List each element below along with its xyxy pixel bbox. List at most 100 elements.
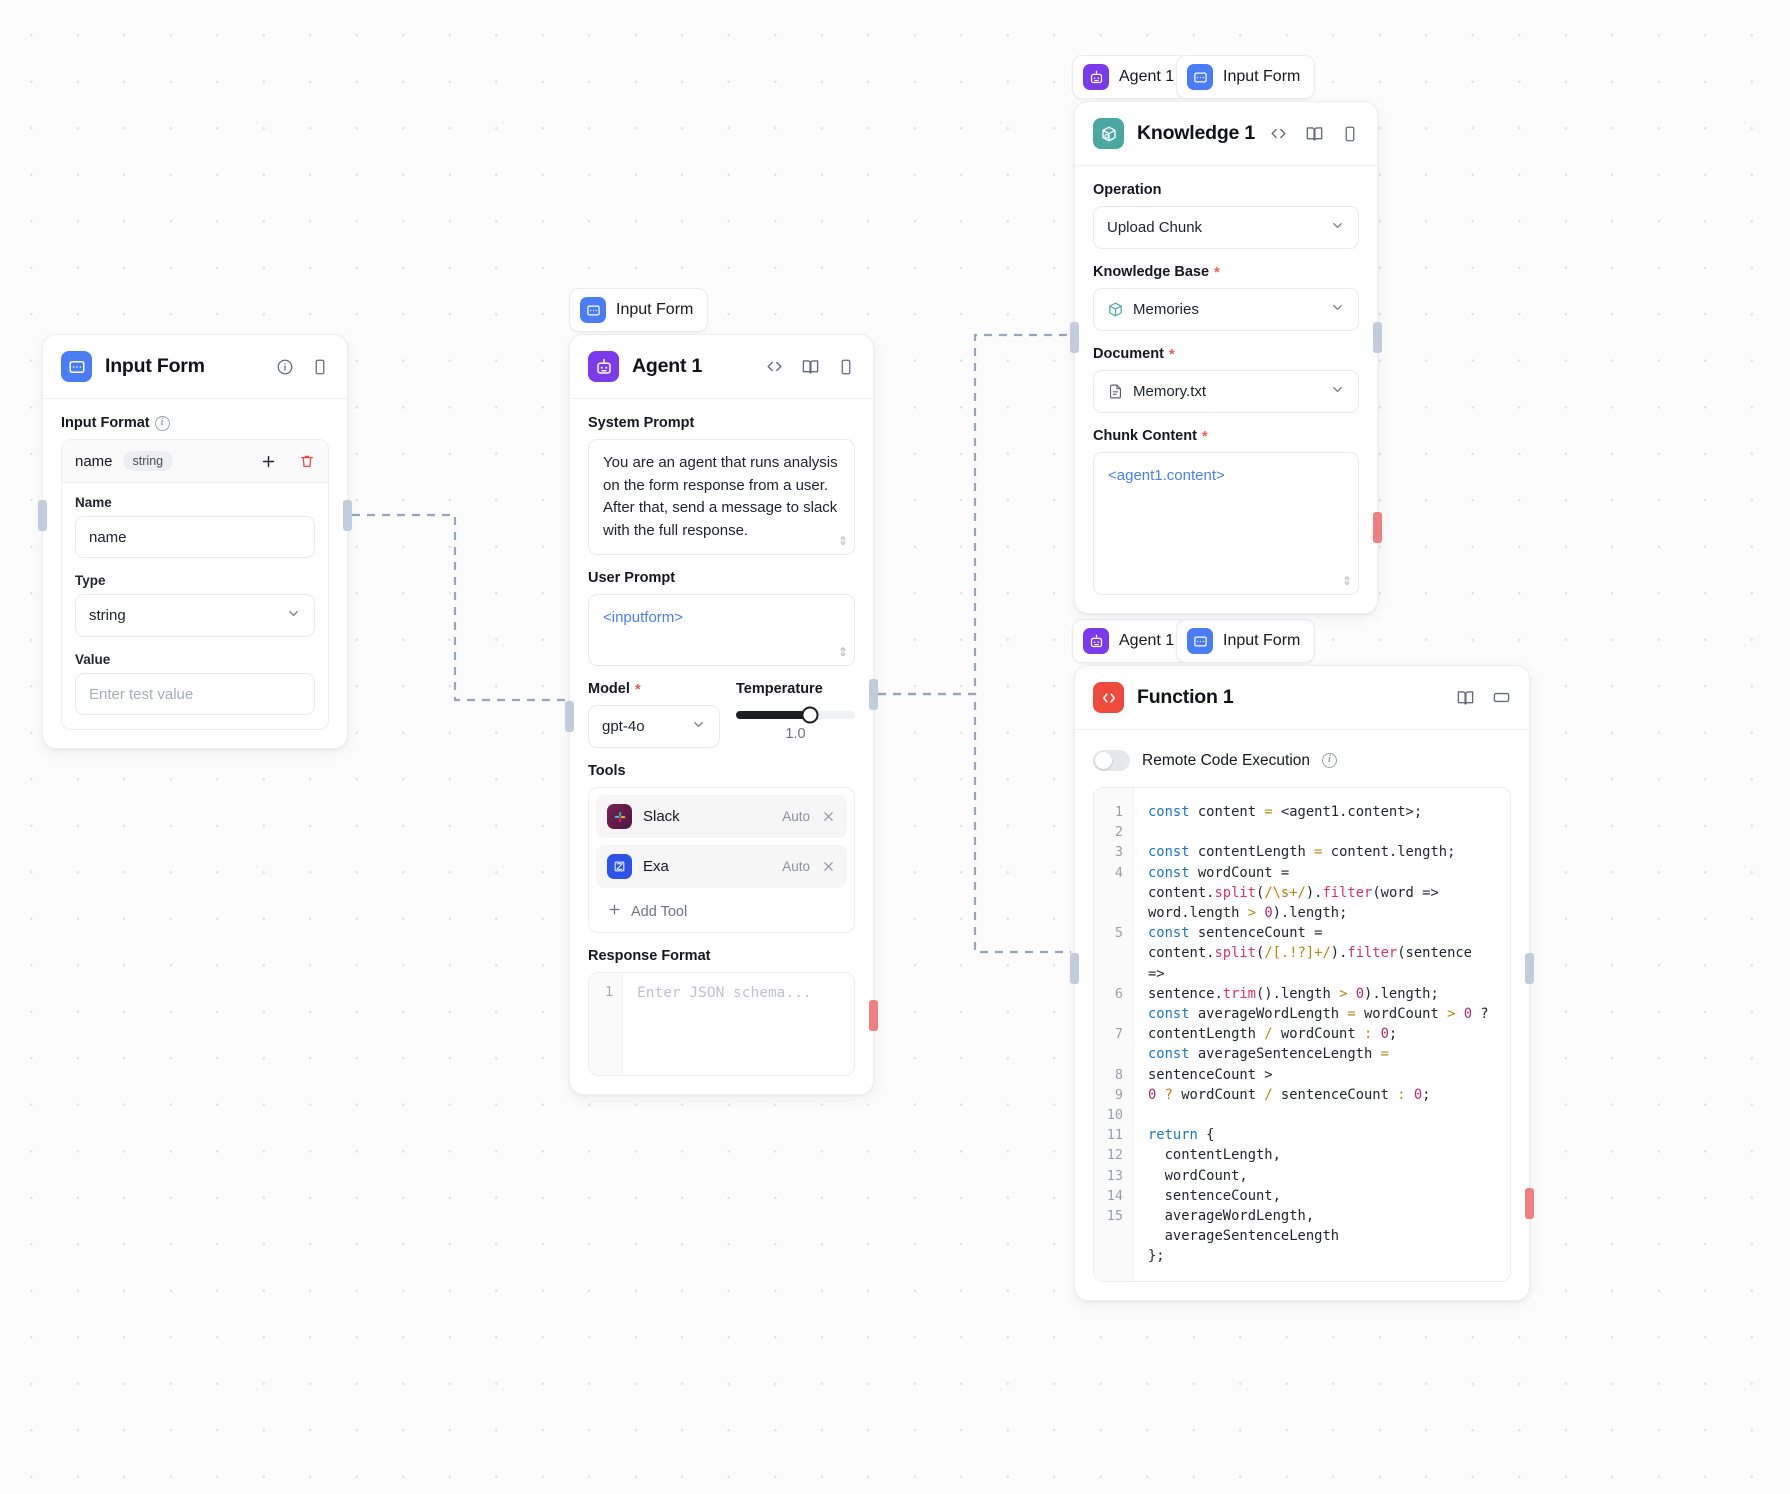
info-icon[interactable] — [276, 358, 294, 376]
book-icon[interactable] — [1456, 688, 1475, 707]
temperature-slider[interactable] — [736, 706, 855, 724]
knowledge-icon — [1093, 118, 1124, 149]
function-body: Remote Code Execution i 1 2 3 4 5 6 7 8 … — [1075, 730, 1529, 1300]
value-input[interactable]: Enter test value — [75, 673, 315, 715]
user-prompt-textarea[interactable]: <inputform> ⇕ — [588, 594, 855, 666]
node-function-1[interactable]: Function 1 Remote Code Execution i 1 2 3 — [1070, 665, 1534, 1301]
form-icon — [1187, 64, 1213, 90]
exa-icon — [607, 854, 632, 879]
input-format-label: Input Format i — [61, 415, 329, 431]
agent-output-port-top[interactable] — [869, 679, 878, 710]
slack-icon — [607, 804, 632, 829]
function-right-port[interactable] — [1525, 953, 1534, 984]
operation-label: Operation — [1093, 182, 1162, 198]
tag-input-form-knowledge[interactable]: Input Form — [1176, 55, 1316, 99]
agent-output-port[interactable] — [869, 1000, 878, 1031]
input-form-output-port[interactable] — [343, 500, 352, 531]
type-select[interactable]: string — [75, 594, 315, 637]
tag-agent-1-function[interactable]: Agent 1 — [1072, 619, 1190, 663]
node-input-form[interactable]: Input Form Input Format i — [38, 334, 352, 749]
function-source-code[interactable]: const content = <agent1.content>; const … — [1148, 804, 1489, 1265]
code-icon[interactable] — [765, 357, 784, 376]
tag-label: Input Form — [616, 301, 694, 318]
tool-mode[interactable]: Auto — [782, 859, 810, 874]
node-agent-1[interactable]: Agent 1 System Prompt You are an agent t… — [565, 334, 878, 1095]
user-prompt-label: User Prompt — [588, 570, 676, 586]
panel-icon[interactable] — [837, 358, 855, 376]
tool-row-slack[interactable]: Slack Auto — [596, 795, 847, 838]
tag-input-form-agent[interactable]: Input Form — [569, 288, 709, 332]
knowledge-input-port[interactable] — [1070, 322, 1079, 353]
system-prompt-label: System Prompt — [588, 415, 695, 431]
robot-icon — [1083, 64, 1109, 90]
function-output-port[interactable] — [1525, 1188, 1534, 1219]
edge-inputform-agent — [352, 513, 567, 702]
model-select[interactable]: gpt-4o — [588, 705, 720, 748]
field-type-chip: string — [122, 451, 174, 471]
plus-icon — [607, 902, 622, 921]
temperature-slider-thumb[interactable] — [801, 706, 819, 724]
maximize-icon[interactable] — [1492, 688, 1511, 707]
required-marker: * — [1168, 345, 1175, 363]
input-form-header: Input Form — [43, 335, 347, 399]
model-select-value: gpt-4o — [602, 718, 645, 735]
resize-handle-icon[interactable]: ⇕ — [1341, 574, 1352, 588]
function-header: Function 1 — [1075, 666, 1529, 730]
plus-icon[interactable] — [260, 453, 277, 470]
name-input[interactable]: name — [75, 516, 315, 558]
book-icon[interactable] — [1305, 124, 1324, 143]
tag-input-form-function[interactable]: Input Form — [1176, 619, 1316, 663]
code-icon[interactable] — [1269, 124, 1288, 143]
code-block-icon — [1093, 682, 1124, 713]
form-icon — [580, 297, 606, 323]
input-form-input-port[interactable] — [38, 500, 47, 531]
required-marker: * — [634, 680, 641, 698]
close-icon[interactable] — [821, 809, 836, 824]
add-tool-button[interactable]: Add Tool — [596, 895, 847, 925]
document-select[interactable]: Memory.txt — [1093, 370, 1359, 413]
tool-mode[interactable]: Auto — [782, 809, 810, 824]
operation-select[interactable]: Upload Chunk — [1093, 206, 1359, 249]
knowledge-right-port[interactable] — [1373, 322, 1382, 353]
function-input-port[interactable] — [1070, 953, 1079, 984]
agent-body: System Prompt You are an agent that runs… — [570, 399, 873, 1094]
response-format-editor[interactable]: 1 Enter JSON schema... — [588, 972, 855, 1076]
document-value: Memory.txt — [1133, 383, 1207, 400]
resize-handle-icon[interactable]: ⇕ — [837, 645, 848, 659]
close-icon[interactable] — [821, 859, 836, 874]
trash-icon[interactable] — [299, 453, 315, 469]
input-format-detail: Name name Type string Value Enter test v… — [62, 483, 328, 729]
agent-input-port[interactable] — [565, 701, 574, 732]
node-knowledge-1[interactable]: Knowledge 1 Operation Upload Chunk — [1070, 101, 1382, 614]
knowledge-base-select[interactable]: Memories — [1093, 288, 1359, 331]
resize-handle-icon[interactable]: ⇕ — [837, 534, 848, 548]
type-label: Type — [75, 573, 106, 588]
page-title: Agent 1 — [632, 355, 703, 377]
add-tool-label: Add Tool — [631, 903, 688, 920]
tool-name: Slack — [643, 808, 680, 825]
remote-code-execution-label: Remote Code Execution — [1142, 751, 1311, 769]
input-format-row[interactable]: name string — [62, 440, 328, 483]
input-format-group: name string Name name Type — [61, 439, 329, 730]
remote-code-execution-toggle[interactable] — [1093, 750, 1130, 771]
knowledge-header: Knowledge 1 — [1075, 102, 1377, 166]
chunk-content-label: Chunk Content* — [1093, 427, 1208, 445]
chunk-content-text: <agent1.content> — [1108, 467, 1225, 484]
robot-icon — [588, 351, 619, 382]
agent-header: Agent 1 — [570, 335, 873, 399]
page-title: Function 1 — [1137, 686, 1234, 708]
chunk-content-textarea[interactable]: <agent1.content> ⇕ — [1093, 452, 1359, 595]
panel-icon[interactable] — [1341, 125, 1359, 143]
info-icon[interactable]: i — [154, 415, 170, 431]
panel-icon[interactable] — [311, 358, 329, 376]
book-icon[interactable] — [801, 357, 820, 376]
function-code-editor[interactable]: 1 2 3 4 5 6 7 8 9 10 11 12 13 14 15 cons… — [1093, 787, 1511, 1282]
remote-code-execution-row[interactable]: Remote Code Execution i — [1093, 746, 1511, 787]
tag-agent-1-knowledge[interactable]: Agent 1 — [1072, 55, 1190, 99]
operation-value: Upload Chunk — [1107, 219, 1203, 236]
system-prompt-textarea[interactable]: You are an agent that runs analysis on t… — [588, 439, 855, 555]
tool-row-exa[interactable]: Exa Auto — [596, 845, 847, 888]
info-icon[interactable]: i — [1322, 753, 1338, 768]
knowledge-output-port[interactable] — [1373, 512, 1382, 543]
